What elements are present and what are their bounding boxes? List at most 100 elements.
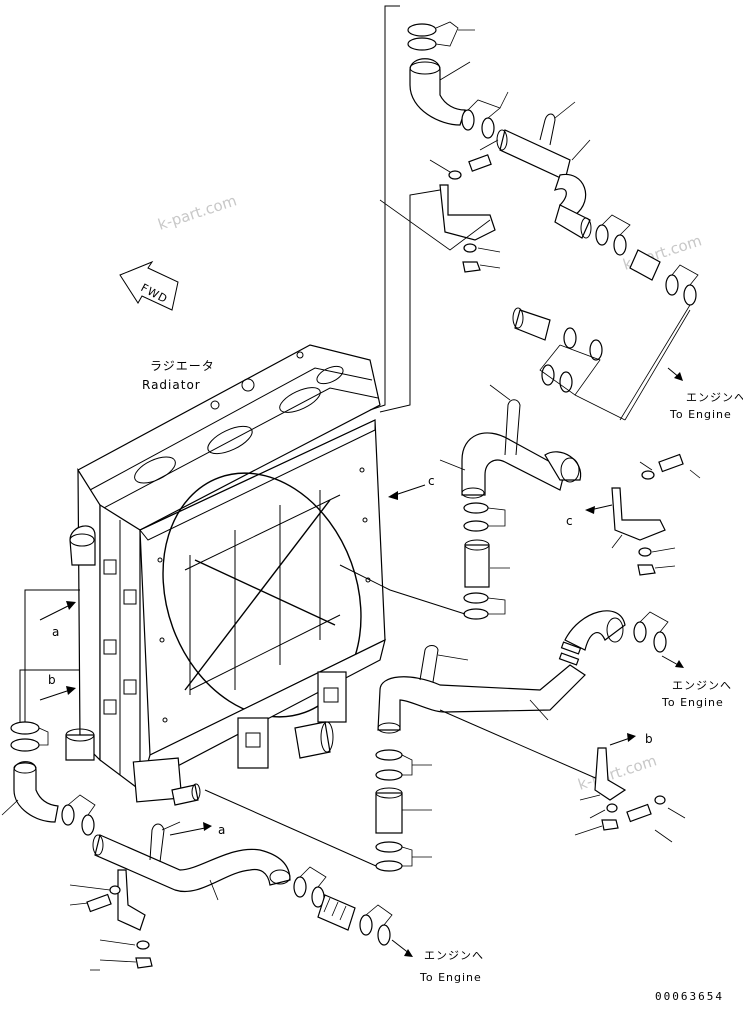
radiator-left-side: [77, 467, 101, 762]
clamp: [10, 721, 40, 735]
svg-text:エンジンへ: エンジンへ: [424, 949, 484, 962]
svg-text:b: b: [48, 673, 57, 687]
clamp: [633, 621, 647, 643]
drawing-code: 00063654: [655, 990, 724, 1003]
clamp: [407, 23, 437, 37]
clamp: [463, 608, 489, 620]
long-pipe-lower: [377, 664, 586, 731]
clamp: [359, 914, 373, 936]
right-hose-chain: [339, 307, 691, 620]
fwd-label: FWD: [139, 281, 170, 306]
u-bolt-clip-right: [504, 399, 521, 456]
leader-right-stack: [339, 564, 466, 615]
clamp: [560, 641, 582, 655]
sensor-box-right: [317, 671, 347, 723]
svg-text:To Engine: To Engine: [669, 408, 732, 421]
leader-left-upper: [24, 589, 80, 722]
clamp: [10, 738, 40, 752]
elbow-hose-right: [461, 432, 566, 496]
ref-c-shroud: c: [428, 474, 436, 488]
clamp: [81, 814, 95, 836]
lower-left-hose-chain: a: [1, 721, 393, 971]
washer: [606, 803, 618, 813]
washer: [136, 940, 150, 950]
nut: [601, 819, 619, 831]
clamp: [375, 749, 403, 761]
to-engine-note-1: エンジンへ To Engine: [667, 367, 743, 421]
ref-a-lower: a: [218, 823, 226, 837]
ref-c-bracket: c: [566, 514, 574, 528]
forward-direction-arrow: FWD: [119, 260, 179, 311]
short-hose-lower: [317, 894, 356, 931]
bolt: [626, 803, 652, 823]
bolt: [86, 893, 112, 913]
washer: [641, 470, 655, 480]
nut: [135, 957, 153, 969]
ref-b-left: b: [39, 673, 76, 701]
clamp: [375, 860, 403, 872]
bracket-c-group: c: [566, 453, 701, 576]
bolt: [468, 154, 492, 172]
to-engine-note-2: エンジンへ To Engine: [661, 655, 732, 709]
clamp: [683, 284, 697, 306]
lower-pipe-stub: [294, 721, 331, 759]
clamp: [541, 364, 555, 386]
svg-text:エンジンへ: エンジンへ: [672, 679, 732, 692]
sensor-box-left: [237, 717, 269, 769]
elbow-hose-lower-right: [564, 610, 626, 651]
mount-bracket-b: [594, 747, 627, 801]
washer: [654, 795, 666, 805]
u-bolt-clip: [539, 113, 556, 146]
leader-lower-stack: [204, 789, 377, 867]
washer: [109, 885, 121, 895]
washer: [448, 170, 462, 180]
radiator-assembly: [65, 344, 386, 806]
clamp: [481, 117, 495, 139]
clamp: [563, 327, 577, 349]
long-pipe-lower-left: [94, 834, 291, 893]
mount-bracket-c: [611, 487, 666, 541]
radiator-label-jp: ラジエータ: [150, 359, 215, 373]
clamp: [375, 841, 403, 853]
clamp: [653, 631, 667, 653]
clamp: [377, 924, 391, 946]
nut: [637, 564, 656, 576]
clamp: [461, 109, 475, 131]
radiator-lower-outlet: [65, 734, 95, 761]
lower-tank-box: [132, 757, 183, 803]
radiator-upper-outlet: [69, 525, 96, 566]
svg-text:To Engine: To Engine: [419, 971, 482, 984]
washer: [463, 243, 477, 253]
clamp: [293, 876, 307, 898]
straight-hose-right: [464, 544, 490, 588]
svg-text:To Engine: To Engine: [661, 696, 724, 709]
ref-c-arrow: [394, 484, 426, 496]
clamp: [407, 37, 437, 51]
mount-bracket-a: [117, 869, 146, 931]
elbow-hose-upper: [409, 58, 466, 126]
leader-bracket: [379, 189, 441, 413]
leader-upper: [369, 5, 400, 411]
washer: [638, 547, 652, 557]
straight-hose-lower: [375, 792, 403, 834]
upper-hose-chain: [379, 21, 699, 421]
clamp: [595, 224, 609, 246]
clamp: [463, 502, 489, 514]
lower-right-hose-chain: b: [204, 610, 686, 872]
mount-bracket-upper: [439, 184, 496, 241]
watermark-top: k-part.com: [156, 191, 239, 233]
leader-left-lower: [19, 669, 80, 722]
clamp: [375, 769, 403, 781]
to-engine-note-3: エンジンへ To Engine: [391, 939, 484, 984]
reducer-hose: [514, 309, 551, 341]
u-bolt-clip-lower-left: [149, 823, 165, 863]
clamp: [589, 339, 603, 361]
clamp: [613, 234, 627, 256]
clamp: [559, 371, 573, 393]
clamp: [463, 520, 489, 532]
clamp: [665, 274, 679, 296]
elbow-hose-lower-left: [13, 761, 59, 823]
clamp: [463, 592, 489, 604]
